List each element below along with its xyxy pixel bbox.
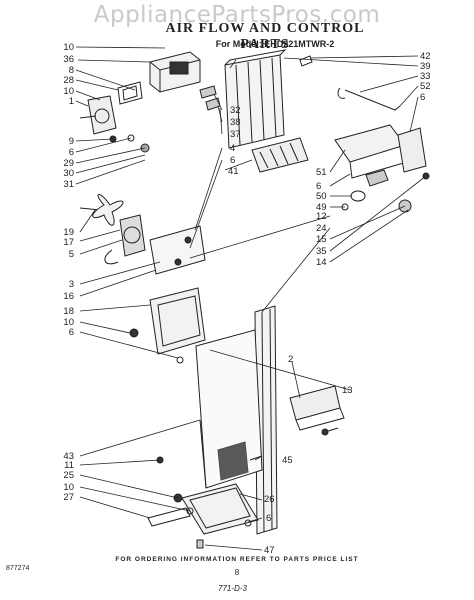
- callout: 32: [230, 105, 241, 116]
- callout: 52: [420, 81, 431, 92]
- callout: 11: [64, 460, 74, 471]
- control-housing: [334, 124, 408, 179]
- callout: 9: [69, 136, 74, 147]
- callout: 35: [316, 246, 327, 257]
- callout: 15: [316, 234, 327, 245]
- callout: 38: [230, 117, 241, 128]
- callout: 1: [69, 96, 74, 107]
- callout: 6: [316, 181, 321, 192]
- callout: 49: [316, 202, 327, 213]
- callout: 24: [316, 223, 327, 234]
- evaporator-cover: [224, 49, 287, 149]
- rear-panel: [195, 329, 263, 489]
- callout: 3: [69, 279, 74, 290]
- motor-bracket: [79, 95, 117, 135]
- thermostat-box: [289, 385, 345, 431]
- callout: 2: [288, 354, 293, 365]
- callout: 33: [420, 71, 431, 82]
- light-assembly: [341, 169, 430, 213]
- callout: 29: [63, 158, 74, 169]
- callout: 26: [264, 494, 275, 505]
- screw-13-head: [321, 428, 329, 436]
- callout: 39: [420, 61, 431, 72]
- callout: 41: [228, 166, 239, 177]
- callout: 6: [420, 92, 425, 103]
- callouts-left: 10 36 8 28 10 1 9 6 29 30 31 19 17 5 3 1…: [63, 42, 74, 503]
- callout: 6: [230, 155, 235, 166]
- leader-lines-right: [189, 55, 427, 313]
- callouts-right: 42 39 33 52 6 51 6 50 49 12 24 15 35 14: [316, 51, 431, 268]
- leader-lines-left: [75, 46, 201, 519]
- fan-assembly: [79, 194, 146, 265]
- callout: 14: [316, 257, 327, 268]
- callout: 36: [63, 54, 74, 65]
- screws-group-upper: [109, 134, 150, 153]
- callout: 10: [63, 317, 74, 328]
- revision-code: 771-D-3: [218, 584, 247, 593]
- callout: 6: [266, 513, 271, 524]
- callout: 10: [63, 42, 74, 53]
- louver-grille: [251, 137, 309, 173]
- callout: 30: [63, 168, 74, 179]
- callout: 27: [63, 492, 74, 503]
- plug-parts: [199, 85, 221, 111]
- fan-bracket: [149, 225, 206, 275]
- clip-27: [147, 507, 191, 527]
- callout: 13: [342, 385, 353, 396]
- callouts-center: 32 38 37 4 6 41 2 13 45 26 6 47: [228, 105, 353, 556]
- callout: 43: [63, 451, 74, 462]
- diagram-title: AIR FLOW AND CONTROL PARTS: [165, 21, 365, 52]
- ordering-footer: FOR ORDERING INFORMATION REFER TO PARTS …: [115, 556, 359, 563]
- callout: 45: [282, 455, 293, 466]
- callout: 50: [316, 191, 327, 202]
- right-bracket: [397, 127, 427, 173]
- callout: 12: [316, 211, 327, 222]
- callout: 31: [63, 179, 74, 190]
- callout: 10: [63, 86, 74, 97]
- control-rod: [337, 87, 401, 111]
- page-number: 8: [234, 568, 240, 577]
- screw-45: [249, 455, 263, 461]
- callout: 37: [230, 129, 241, 140]
- callout: 47: [264, 545, 275, 556]
- callout: 6: [69, 327, 74, 338]
- damper-housing: [149, 51, 201, 93]
- base-pan: [181, 483, 259, 535]
- callout: 42: [420, 51, 431, 62]
- callout: 17: [63, 237, 74, 248]
- callout: 4: [230, 143, 235, 154]
- callout: 25: [63, 470, 74, 481]
- leader-lines-center: [189, 59, 351, 551]
- callout: 18: [63, 306, 74, 317]
- callout: 8: [69, 65, 74, 76]
- callout: 6: [69, 147, 74, 158]
- watermark: AppliancePartsPros.com: [93, 2, 381, 28]
- callout: 19: [63, 227, 74, 238]
- callout: 51: [316, 167, 327, 178]
- callout: 10: [63, 482, 74, 493]
- model-label: For Model: EHD221MTWR-2: [215, 39, 335, 49]
- gasket-part: [117, 81, 143, 105]
- callout: 28: [63, 75, 74, 86]
- callout: 5: [69, 249, 74, 260]
- fan-shroud: [129, 287, 206, 364]
- callout: 16: [63, 291, 74, 302]
- document-code: 877274: [6, 565, 30, 572]
- clip-tab: [299, 55, 313, 67]
